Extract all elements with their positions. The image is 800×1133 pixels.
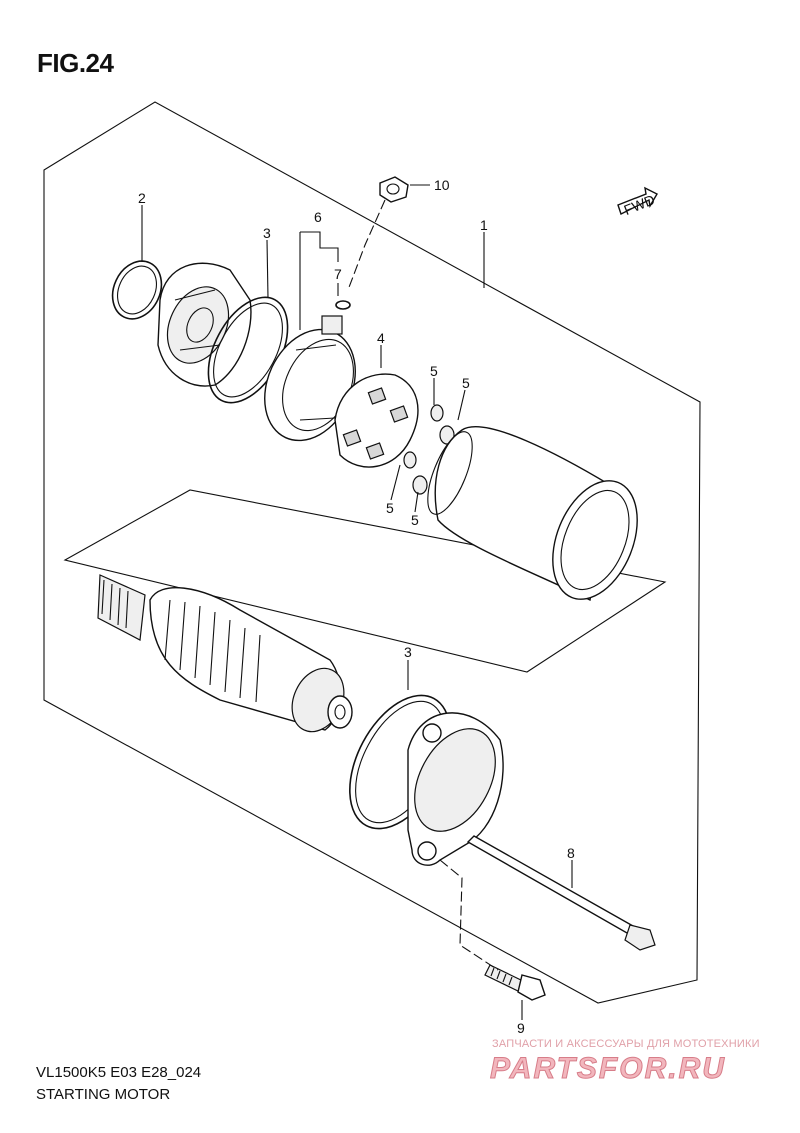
armature-group-boundary: [63, 489, 667, 673]
watermark-tagline: ЗАПЧАСТИ И АКСЕССУАРЫ ДЛЯ МОТОТЕХНИКИ: [492, 1038, 760, 1050]
alignment-line-nut: [347, 199, 386, 291]
model-code: VL1500K5 E03 E28_024: [36, 1064, 202, 1081]
figure-title: FIG.24: [37, 48, 114, 78]
washer-part-5-d: [412, 475, 428, 495]
figure-name: STARTING MOTOR: [36, 1086, 171, 1103]
callout-1: 1: [480, 217, 488, 233]
callout-3-lower: 3: [404, 644, 412, 660]
through-bolt-part-8: [466, 835, 656, 951]
brush-holder-part-4: [334, 373, 419, 468]
washer-part-5-a: [430, 404, 444, 422]
nut-part-10: [379, 176, 409, 203]
callout-10: 10: [434, 177, 450, 193]
callout-3-upper: 3: [263, 225, 271, 241]
armature: [97, 574, 353, 733]
callout-6: 6: [314, 209, 322, 225]
callout-5-d: 5: [411, 512, 419, 528]
callout-5-a: 5: [430, 363, 438, 379]
callout-2: 2: [138, 190, 146, 206]
washer-part-5-c: [403, 451, 417, 469]
callout-5-c: 5: [386, 500, 394, 516]
callout-7: 7: [334, 266, 342, 282]
alignment-line-bolt-9: [439, 859, 499, 971]
leader-lines: [141, 184, 573, 1020]
watermark-logo: PARTSFOR.RU: [490, 1052, 726, 1086]
motor-yoke: [427, 426, 638, 602]
assembly-boundary: [43, 101, 701, 1004]
washer-part-5-b: [439, 425, 455, 445]
mounting-bolt-part-9: [484, 964, 546, 1001]
o-ring-part-7: [335, 300, 351, 310]
rear-housing: [407, 712, 504, 866]
o-ring-part-2: [111, 260, 163, 320]
callout-9: 9: [517, 1020, 525, 1036]
front-housing-cover: [157, 262, 252, 387]
callout-8: 8: [567, 845, 575, 861]
fwd-arrow-icon: FWD: [617, 186, 658, 218]
fwd-label: FWD: [621, 191, 657, 218]
brush-plate-part-6: [264, 315, 356, 442]
callout-5-b: 5: [462, 375, 470, 391]
callout-4: 4: [377, 330, 385, 346]
